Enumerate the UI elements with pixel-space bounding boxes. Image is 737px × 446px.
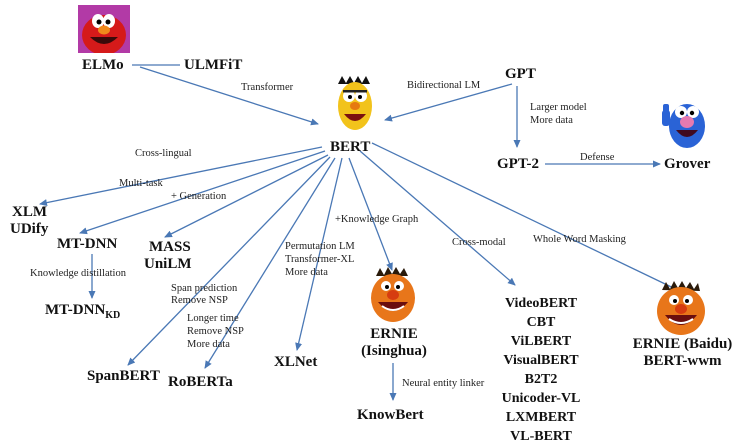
label-whole-word-masking: Whole Word Masking (533, 234, 626, 245)
label-more-data-roberta: More data (187, 339, 230, 350)
crossmodal-model: CBT (526, 315, 556, 330)
crossmodal-model: B2T2 (524, 372, 558, 387)
label-transformer-xl: Transformer-XL (285, 254, 355, 265)
label-defense: Defense (580, 152, 615, 163)
node-xlm: XLM (12, 204, 47, 220)
mtdnn-kd-subscript: KD (105, 310, 121, 321)
node-ernie-baidu: ERNIE (Baidu) BERT-wwm (630, 336, 735, 371)
label-permutation-lm: Permutation LM (285, 241, 355, 252)
ernie-tsinghua-line1: ERNIE (370, 326, 418, 342)
bert-wwm-name: BERT-wwm (643, 353, 722, 370)
edge-bert-roberta (204, 157, 336, 369)
crossmodal-model: LXMBERT (505, 410, 577, 425)
edge-elmo-bert (139, 66, 319, 126)
crossmodal-model: ViLBERT (510, 334, 572, 349)
node-gpt2: GPT-2 (497, 156, 539, 172)
label-neural-entity-linker: Neural entity linker (402, 378, 485, 389)
node-roberta: RoBERTa (168, 374, 233, 390)
edge-bert-mtdnn (79, 150, 326, 235)
label-more-data-gpt2: More data (530, 115, 573, 126)
edge-bert-mass (164, 154, 329, 238)
node-bert: BERT (330, 139, 371, 155)
edges-layer (39, 64, 689, 401)
node-ernie-tsinghua: ERNIE (Isinghua) (352, 326, 436, 361)
label-more-data-xlnet: More data (285, 267, 328, 278)
label-knowledge-distillation: Knowledge distillation (30, 268, 126, 279)
edge-bert-crossmodal (359, 150, 516, 286)
node-grover: Grover (664, 156, 711, 172)
edge-bert-spanbert (127, 156, 331, 366)
label-multi-task: Multi-task (119, 178, 163, 189)
node-unilm: UniLM (144, 256, 192, 272)
label-cross-lingual: Cross-lingual (135, 148, 192, 159)
label-bidirectional-lm: Bidirectional LM (407, 80, 481, 91)
node-mtdnn: MT-DNN (57, 236, 118, 252)
edge-bert-xlnet (295, 157, 343, 351)
ernie-icon (652, 280, 710, 338)
label-generation: + Generation (171, 191, 227, 202)
crossmodal-model-list: VideoBERT CBT ViLBERT VisualBERT B2T2 Un… (486, 294, 596, 446)
mtdnn-kd-base: MT-DNN (45, 302, 106, 318)
label-transformer: Transformer (241, 82, 294, 93)
edge-bert-xlm (39, 146, 323, 207)
ernie-icon (366, 266, 420, 326)
label-longer-time: Longer time (187, 313, 239, 324)
node-udify: UDify (10, 221, 49, 237)
edge-gpt-bert (384, 83, 513, 122)
edge-bert-ernie-tsinghua (348, 157, 393, 271)
node-ulmfit: ULMFiT (184, 57, 243, 73)
node-elmo: ELMo (82, 57, 124, 73)
label-knowledge-graph: +Knowledge Graph (335, 214, 419, 225)
label-cross-modal: Cross-modal (452, 237, 506, 248)
node-xlnet: XLNet (274, 354, 318, 370)
crossmodal-model: VideoBERT (504, 296, 578, 311)
bert-icon (332, 76, 378, 138)
crossmodal-model: Unicoder-VL (501, 391, 581, 406)
node-mass: MASS (149, 239, 191, 255)
elmo-icon (78, 5, 130, 53)
edge-bert-ernie-baidu (371, 142, 689, 296)
node-gpt: GPT (505, 66, 536, 82)
node-spanbert: SpanBERT (87, 368, 160, 384)
ernie-tsinghua-line2: (Isinghua) (361, 343, 427, 360)
ernie-baidu-name: ERNIE (Baidu) (632, 336, 733, 352)
label-remove-nsp-roberta: Remove NSP (187, 326, 244, 337)
node-mtdnn-kd: MT-DNNKD (45, 302, 120, 322)
crossmodal-model: VisualBERT (503, 353, 579, 368)
label-larger-model: Larger model (530, 102, 587, 113)
label-remove-nsp-span: Remove NSP (171, 295, 228, 306)
label-span-prediction: Span prediction (171, 283, 238, 294)
node-knowbert: KnowBert (357, 407, 424, 423)
grover-icon (658, 96, 716, 152)
